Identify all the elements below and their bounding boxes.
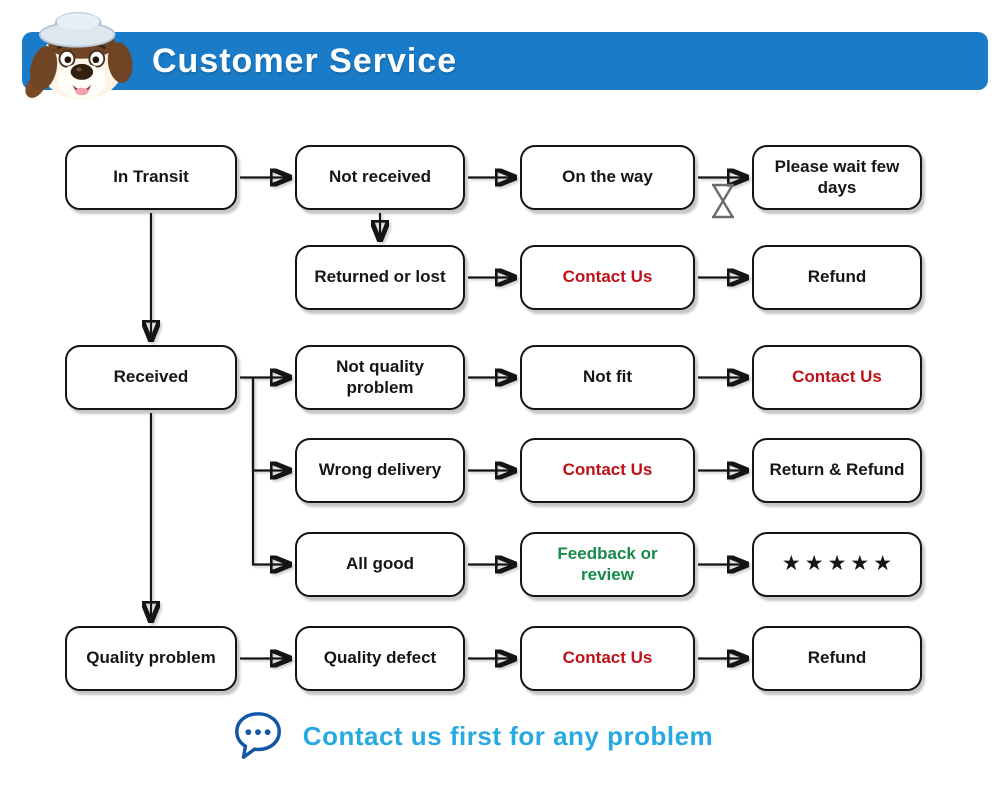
flow-node-label: Contact Us [562, 267, 653, 287]
flow-node-received: Received [65, 345, 237, 410]
flow-node-label: Quality problem [86, 648, 216, 668]
flow-node-contact-us-1: Contact Us [520, 245, 695, 310]
flow-node-not-quality-problem: Not quality problem [295, 345, 465, 410]
dog-mascot-icon [25, 12, 133, 100]
flow-node-label: All good [346, 554, 414, 574]
flow-node-label: Contact Us [792, 367, 882, 387]
flow-node-label: ★★★★★ [781, 552, 897, 576]
footer-message: Contact us first for any problem [302, 720, 714, 751]
flow-node-label: Returned or lost [314, 267, 446, 287]
flow-node-quality-problem: Quality problem [65, 626, 237, 691]
flow-node-label: Received [113, 367, 189, 387]
flow-node-label: Refund [807, 267, 867, 287]
footer: Contact us first for any problem [0, 708, 972, 764]
flow-node-label: Not quality problem [336, 357, 424, 397]
flow-node-quality-defect: Quality defect [295, 626, 465, 691]
flow-node-all-good: All good [295, 532, 465, 597]
flow-node-not-received: Not received [295, 145, 465, 210]
flow-node-label: In Transit [113, 167, 189, 187]
flow-node-label: Contact Us [562, 460, 653, 480]
flow-node-refund-2: Refund [752, 626, 922, 691]
flow-node-label: Contact Us [562, 648, 653, 668]
flow-node-label: Not fit [582, 367, 633, 387]
flow-edge-received-to-wrong-delivery [251, 377, 290, 471]
flow-node-contact-us-4: Contact Us [520, 626, 695, 691]
flow-node-label: Quality defect [323, 648, 437, 668]
flow-node-wrong-delivery: Wrong delivery [295, 438, 465, 503]
flow-node-return-refund: Return & Refund [752, 438, 922, 503]
flow-node-refund-1: Refund [752, 245, 922, 310]
flow-edge-received-to-all-good [251, 377, 290, 565]
flow-node-returned-or-lost: Returned or lost [295, 245, 465, 310]
flow-node-feedback-review: Feedback or review [520, 532, 695, 597]
speech-bubble-icon [234, 712, 281, 759]
flow-node-in-transit: In Transit [65, 145, 237, 210]
flow-node-label: Refund [807, 648, 867, 668]
flow-node-on-the-way: On the way [520, 145, 695, 210]
flow-node-not-fit: Not fit [520, 345, 695, 410]
flow-node-five-stars: ★★★★★ [752, 532, 922, 597]
flow-node-label: Wrong delivery [318, 460, 442, 480]
hourglass-icon [712, 183, 734, 219]
flow-node-contact-us-2: Contact Us [752, 345, 922, 410]
flow-node-label: Please wait few days [774, 157, 900, 197]
flow-node-label: Feedback or review [557, 544, 658, 584]
header-bar: Customer Service [22, 32, 988, 90]
flow-node-label: Return & Refund [769, 460, 905, 480]
flow-node-label: Not received [328, 167, 432, 187]
flow-node-please-wait: Please wait few days [752, 145, 922, 210]
flow-node-label: On the way [562, 167, 653, 187]
flow-node-contact-us-3: Contact Us [520, 438, 695, 503]
page-title: Customer Service [152, 41, 458, 80]
